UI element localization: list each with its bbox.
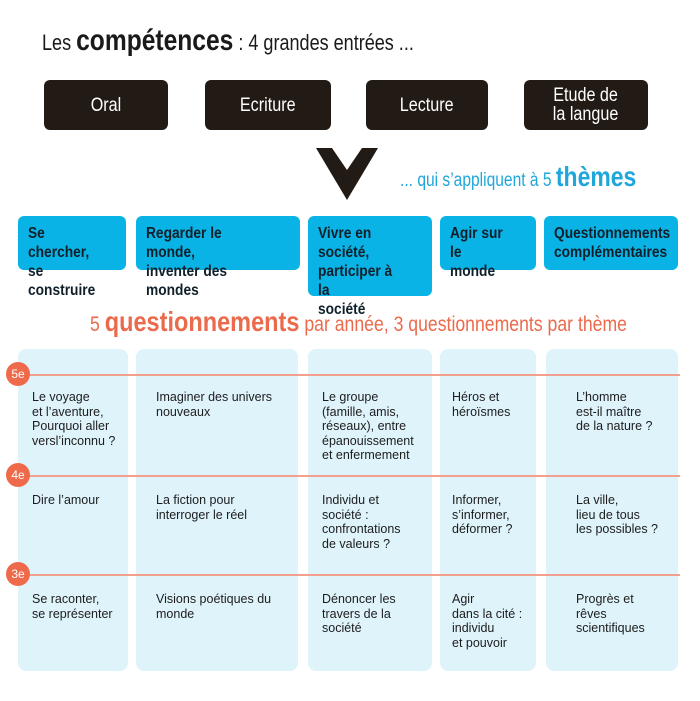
competence-ecriture: Ecriture xyxy=(205,80,331,130)
questionnement-cell: Dire l’amour xyxy=(32,493,100,507)
questionnement-cell: L’homme est-il maître de la nature ? xyxy=(576,390,653,433)
year-divider xyxy=(14,574,680,576)
year-divider xyxy=(14,374,680,376)
theme-regarder-le-monde: Regarder le monde, inventer des mondes xyxy=(136,216,300,299)
theme-se-chercher: Se chercher, se construire xyxy=(18,216,126,299)
column-bg xyxy=(18,349,128,671)
level-badge-5e: 5e xyxy=(6,362,30,386)
column-bg xyxy=(440,349,536,671)
year-divider xyxy=(14,475,680,477)
questionnement-cell: La fiction pour interroger le réel xyxy=(156,493,248,522)
level-badge-4e: 4e xyxy=(6,463,30,487)
column-bg xyxy=(546,349,678,671)
themes-intro: ... qui s’appliquent à 5 thèmes xyxy=(400,161,637,192)
questionnement-cell: Agir dans la cité : individu et pouvoir xyxy=(452,592,523,650)
questionnement-cell: Progrès et rêves scientifiques xyxy=(576,592,645,635)
questionnement-cell: Informer, s’informer, déformer ? xyxy=(452,493,513,536)
level-badge-3e: 3e xyxy=(6,562,30,586)
questionnement-cell: Imaginer des univers nouveaux xyxy=(156,390,273,419)
questionnement-cell: Visions poétiques du monde xyxy=(156,592,272,621)
questionnement-cell: Le groupe (famille, amis, réseaux), entr… xyxy=(322,390,414,462)
competence-etude-langue: Etude de la langue xyxy=(524,80,648,130)
questionnement-cell: Individu et société : confrontations de … xyxy=(322,493,401,551)
competence-lecture: Lecture xyxy=(366,80,488,130)
questionnement-cell: Le voyage et l’aventure, Pourquoi aller … xyxy=(32,390,116,448)
questionnement-cell: Héros et héroïsmes xyxy=(452,390,511,419)
questionnement-cell: Se raconter, se représenter xyxy=(32,592,113,621)
theme-questionnements-complementaires: Questionnements complémentaires xyxy=(544,216,678,270)
questionnement-cell: La ville, lieu de tous les possibles ? xyxy=(576,493,658,536)
column-bg xyxy=(308,349,432,671)
column-bg xyxy=(136,349,298,671)
questionnement-cell: Dénoncer les travers de la société xyxy=(322,592,396,635)
chevron-down-icon xyxy=(316,148,378,200)
questionnements-title: 5 questionnements par année, 3 questionn… xyxy=(90,306,627,337)
theme-vivre-en-societe: Vivre en société, participer à la sociét… xyxy=(308,216,432,318)
competence-oral: Oral xyxy=(44,80,168,130)
theme-agir-sur-le-monde: Agir sur le monde xyxy=(440,216,536,280)
page-title: Les compétences : 4 grandes entrées ... xyxy=(42,24,414,57)
